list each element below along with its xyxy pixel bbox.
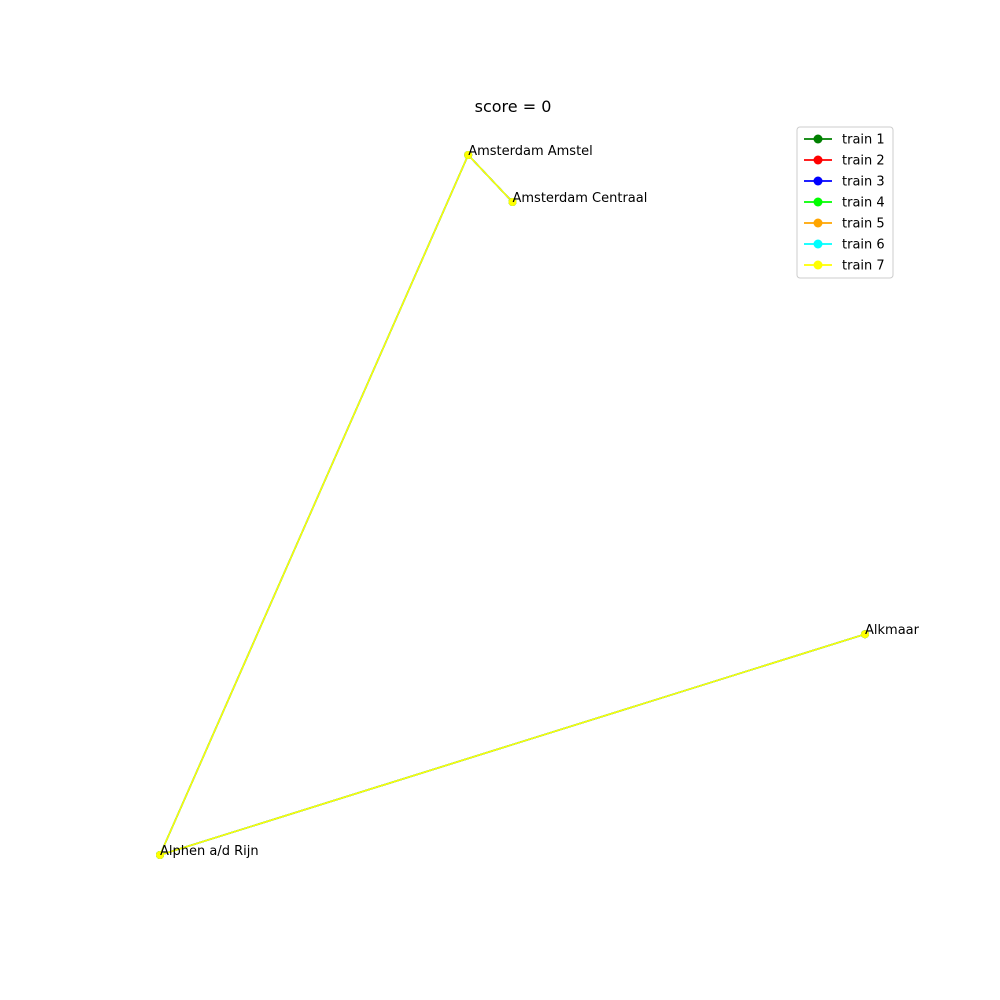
station-label-alkmaar: Alkmaar	[865, 623, 920, 638]
station-marker-train-7-alphen-a-d-rijn	[156, 851, 164, 859]
station-marker-train-7-amsterdam-amstel	[464, 151, 473, 159]
legend-label-train-1: train 1	[842, 133, 885, 148]
station-marker-train-7-alkmaar	[861, 630, 869, 639]
route-line-train-2	[158, 153, 866, 857]
route-line-train-6	[158, 153, 866, 857]
route-line-train-4	[158, 153, 866, 857]
station-markers	[156, 151, 869, 859]
legend-marker-train-1	[813, 134, 823, 144]
route-line-train-1	[158, 153, 866, 857]
legend-marker-train-6	[813, 239, 823, 249]
legend-label-train-5: train 5	[842, 217, 885, 232]
legend-label-train-7: train 7	[842, 259, 885, 274]
route-line-train-7	[158, 153, 866, 857]
station-label-amsterdam-centraal: Amsterdam Centraal	[513, 191, 648, 206]
legend-marker-train-4	[813, 197, 823, 207]
legend-marker-train-3	[813, 176, 823, 186]
station-marker-train-7-amsterdam-centraal	[508, 198, 517, 206]
legend-label-train-2: train 2	[842, 154, 885, 169]
legend-label-train-4: train 4	[842, 196, 885, 211]
station-label-amsterdam-amstel: Amsterdam Amstel	[468, 144, 593, 159]
legend-label-train-6: train 6	[842, 238, 885, 253]
chart-title: score = 0	[475, 97, 552, 116]
route-line-train-3	[158, 153, 866, 857]
route-line-train-5	[158, 153, 866, 857]
legend: train 1 train 2 train 3 train 4 train 5 train…	[796, 126, 894, 279]
legend-marker-train-7	[813, 260, 823, 270]
legend-marker-train-2	[813, 155, 823, 165]
station-label-alphen-a-d-rijn: Alphen a/d Rijn	[160, 844, 259, 859]
legend-box	[796, 126, 894, 279]
train-routes	[158, 153, 866, 857]
legend-marker-train-5	[813, 218, 823, 228]
legend-label-train-3: train 3	[842, 175, 885, 190]
